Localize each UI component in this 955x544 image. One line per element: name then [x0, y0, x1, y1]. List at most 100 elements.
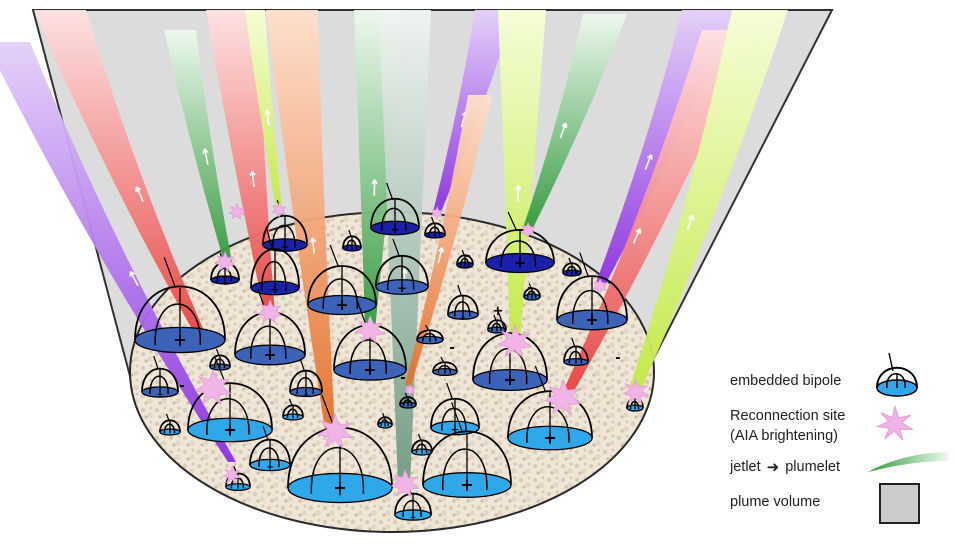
- polarity-marks-group: +------: [179, 249, 620, 394]
- jets-group: [0, 10, 788, 484]
- flow-arrow: [437, 247, 443, 264]
- embedded-bipole: [456, 249, 474, 269]
- polarity-plus-label: +: [543, 428, 556, 447]
- legend-reconnection-label: Reconnection site: [730, 408, 846, 424]
- polarity-plus-label: +: [514, 254, 527, 272]
- flow-arrow: [129, 271, 139, 286]
- legend-jetlet-label: jetlet: [730, 459, 761, 475]
- jetlet-plumelet: [0, 42, 236, 462]
- plume-volume-swatch-icon: [879, 483, 920, 524]
- bipoles-group: ++++++++++++++++++++++: [134, 182, 644, 522]
- reconnection-site: [257, 298, 283, 324]
- polarity-plus-label: +: [585, 310, 598, 329]
- reconnection-site: [622, 377, 650, 405]
- polarity-plus-label: +: [303, 390, 309, 399]
- flow-arrow-head: [202, 148, 209, 154]
- embedded-bipole: +: [375, 238, 429, 295]
- jetlet-plumelet: [245, 10, 282, 210]
- embedded-bipole: [377, 412, 393, 429]
- embedded-bipole: +: [134, 257, 226, 354]
- reconnection-sites-group: [194, 202, 650, 498]
- jetlet-plumelet: [266, 10, 335, 430]
- embedded-bipole: +: [422, 402, 512, 498]
- flow-arrow: [203, 148, 209, 165]
- embedded-bipole: +: [556, 252, 628, 331]
- polarity-minus-mark: -: [449, 341, 454, 356]
- reconnection-site: [592, 278, 608, 294]
- reconnection-site: [214, 250, 236, 273]
- embedded-bipole: +: [333, 300, 407, 381]
- arrow-right-icon: ➜: [766, 459, 780, 476]
- legend-jetlet-plumelet: jetlet ➜ plumelet: [730, 458, 840, 477]
- bipole-icon: [876, 352, 918, 397]
- embedded-bipole: [562, 257, 582, 277]
- flow-arrow: [686, 214, 694, 231]
- embedded-bipole: [563, 337, 589, 367]
- flow-arrow-head: [129, 270, 136, 277]
- flow-arrow-head: [135, 186, 142, 192]
- reconnection-site: [221, 464, 242, 485]
- legend-reconnection-sublabel: (AIA brightening): [730, 428, 839, 444]
- embedded-bipole: [432, 356, 458, 377]
- polarity-plus-label: +: [222, 280, 227, 287]
- reconnection-site: [271, 202, 287, 218]
- embedded-bipole: [523, 283, 541, 301]
- flow-arrow: [559, 122, 567, 139]
- plumelet-icon: [868, 452, 948, 472]
- flow-arrow-head: [635, 228, 642, 234]
- flow-arrow: [644, 154, 652, 170]
- embedded-bipole: [424, 216, 446, 239]
- reconnection-site: [497, 323, 533, 359]
- reconnection-site: [430, 205, 444, 221]
- jetlet-plumelet: [523, 14, 627, 228]
- embedded-bipole: +: [472, 307, 548, 392]
- flow-arrow: [311, 237, 315, 254]
- polarity-plus-label: +: [363, 360, 376, 379]
- polarity-plus-label: +: [503, 370, 516, 389]
- flow-arrow-head: [646, 153, 653, 160]
- polarity-plus-label: +: [336, 296, 349, 314]
- legend-bipole-label: embedded bipole: [730, 373, 842, 389]
- polarity-minus-mark: -: [527, 281, 532, 296]
- flow-arrow-head: [515, 185, 522, 191]
- reconnection-site: [404, 384, 416, 396]
- embedded-bipole: [282, 398, 304, 421]
- flow-arrow-head: [309, 237, 317, 243]
- reconnection-site: [355, 314, 385, 344]
- polarity-plus-label: +: [460, 314, 466, 322]
- jetlet-plumelet: [164, 30, 232, 262]
- polarity-minus-mark: -: [400, 371, 405, 386]
- embedded-bipole: [416, 324, 444, 345]
- polarity-minus-mark: -: [615, 351, 620, 366]
- polarity-plus-label: +: [333, 478, 346, 497]
- polarity-plus-label: +: [281, 242, 289, 253]
- embedded-bipole: [209, 348, 231, 371]
- flow-arrow-head: [561, 122, 568, 129]
- legend-plume-volume-label: plume volume: [730, 494, 821, 510]
- embedded-bipole: +: [250, 227, 300, 296]
- reconnection-site: [194, 368, 232, 406]
- jetlet-plumelet: [560, 30, 754, 398]
- reconnection-site: [520, 222, 536, 238]
- legend-plumelet-label: plumelet: [785, 459, 841, 475]
- embedded-bipole: +: [249, 425, 291, 473]
- polarity-plus-label: +: [157, 389, 164, 399]
- reconnection-site: [544, 378, 582, 416]
- embedded-bipole: [342, 229, 362, 252]
- embedded-bipole: [399, 392, 417, 409]
- reconnection-star-icon: [875, 405, 914, 441]
- embedded-bipole: +: [507, 365, 593, 451]
- jetlet-plumelet: [629, 10, 788, 390]
- flow-arrow: [135, 186, 144, 202]
- embedded-bipole: [159, 413, 181, 436]
- flow-arrow-head: [264, 109, 271, 116]
- polarity-plus-label: +: [173, 330, 186, 349]
- polarity-minus-mark: -: [465, 249, 470, 264]
- flow-arrow-head: [249, 170, 256, 176]
- polarity-plus-label: +: [397, 281, 407, 295]
- embedded-bipole: +: [289, 358, 323, 399]
- polarity-plus-label: +: [390, 223, 399, 236]
- flow-arrow: [632, 228, 641, 244]
- embedded-bipole: +: [485, 211, 555, 274]
